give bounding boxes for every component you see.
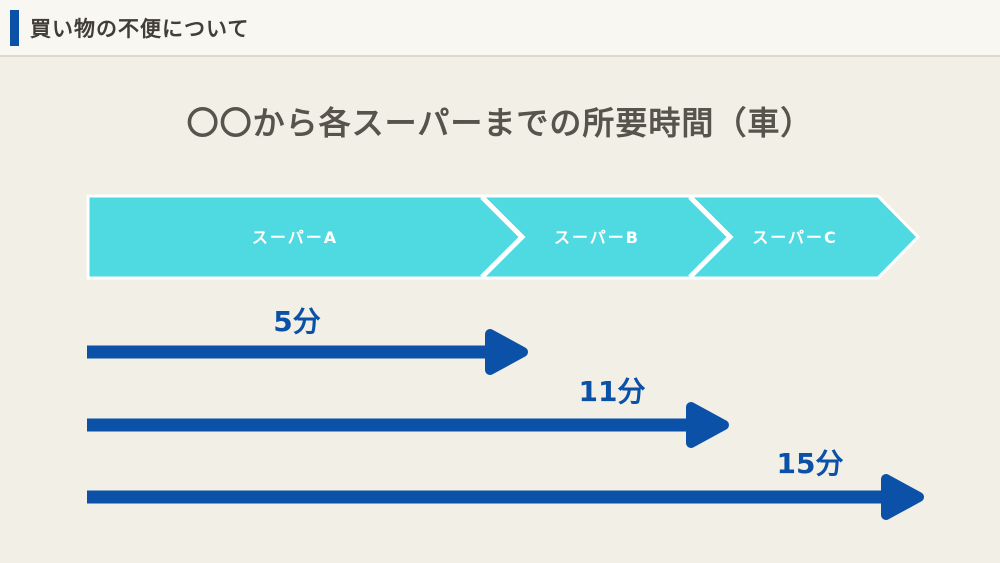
slide-title: 〇〇から各スーパーまでの所要時間（車） [186,104,814,142]
duration-label-3: 15分 [777,447,844,480]
header-accent-bar [10,10,19,46]
arrow-head-icon [485,329,528,375]
header-title: 買い物の不便について [30,16,250,41]
slide-header: 買い物の不便について [0,0,1000,57]
station-label-c: スーパーC [752,228,838,247]
duration-label-2: 11分 [579,375,646,408]
duration-label-1: 5分 [273,305,320,338]
duration-arrow-2: 11分 [87,375,729,448]
arrow-head-icon [881,474,924,520]
station-label-a: スーパーA [252,228,338,247]
station-label-b: スーパーB [554,228,640,247]
chevron-separator [480,195,526,279]
duration-arrow-1: 5分 [87,305,528,375]
arrow-head-icon [686,402,729,448]
chevron-separator [688,195,734,279]
duration-arrow-3: 15分 [87,447,924,520]
